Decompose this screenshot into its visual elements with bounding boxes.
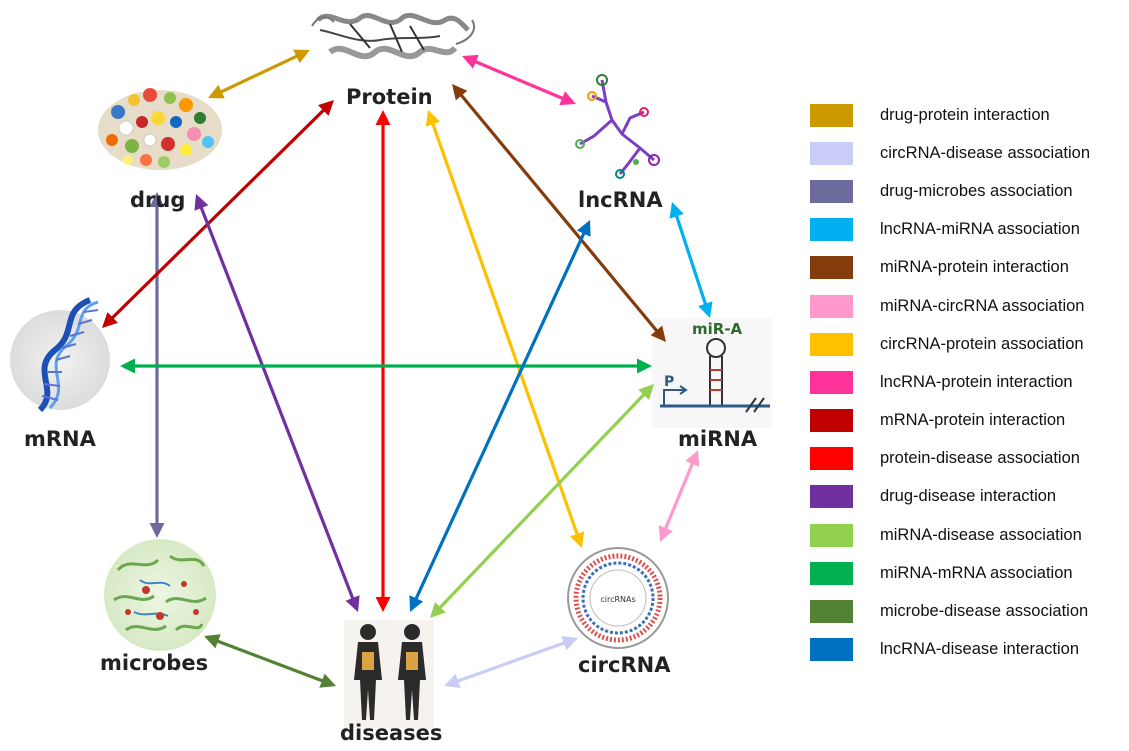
legend-label: miRNA-disease association: [880, 525, 1082, 544]
legend-label: lncRNA-protein interaction: [880, 372, 1073, 391]
arrow-lncrna-disease-interaction: [409, 220, 591, 612]
legend-label: circRNA-disease association: [880, 143, 1090, 162]
legend-swatch: [810, 256, 853, 280]
legend-swatch: [810, 561, 853, 585]
legend-label: miRNA-circRNA association: [880, 296, 1085, 315]
interaction-arrows: [102, 49, 713, 689]
arrow-mirna-disease-association: [430, 384, 654, 618]
arrow-mirna-protein-interaction: [452, 84, 666, 342]
microbes-label: microbes: [100, 651, 208, 675]
circrnas-center-label: circRNAs: [600, 595, 635, 604]
legend-label: circRNA-protein association: [880, 334, 1084, 353]
protein-structure-icon: [311, 13, 475, 60]
legend-swatch: [810, 370, 853, 394]
mirna-hairpin-icon: miR-A P: [652, 318, 772, 428]
arrow-drug-disease-interaction: [194, 194, 360, 612]
legend-swatch: [810, 638, 853, 662]
legend-label: microbe-disease association: [880, 602, 1089, 621]
legend-swatch: [810, 218, 853, 242]
legend-label: miRNA-mRNA association: [880, 563, 1073, 582]
legend-item: miRNA-mRNA association: [810, 554, 1125, 592]
legend-item: drug-protein interaction: [810, 96, 1125, 134]
legend-label: mRNA-protein interaction: [880, 411, 1066, 430]
legend-swatch: [810, 600, 853, 624]
legend-item: circRNA-disease association: [810, 134, 1125, 172]
arrow-lncrna-mirna-association: [669, 202, 713, 318]
microbes-icon: [104, 539, 216, 651]
mirna-label: miRNA: [678, 427, 758, 451]
arrow-circrna-disease-association: [444, 635, 578, 689]
legend-swatch: [810, 523, 853, 547]
diseases-label: diseases: [340, 721, 442, 745]
legend-item: microbe-disease association: [810, 592, 1125, 630]
legend-swatch: [810, 409, 853, 433]
legend-label: miRNA-protein interaction: [880, 258, 1069, 277]
legend-swatch: [810, 103, 853, 127]
drug-label: drug: [130, 188, 185, 212]
legend-swatch: [810, 141, 853, 165]
drug-pills-icon: [98, 88, 222, 170]
legend-item: mRNA-protein interaction: [810, 402, 1125, 440]
legend-label: drug-protein interaction: [880, 105, 1050, 124]
legend-item: circRNA-protein association: [810, 325, 1125, 363]
legend-swatch: [810, 447, 853, 471]
legend-label: lncRNA-miRNA association: [880, 220, 1080, 239]
arrow-drug-protein-interaction: [208, 49, 310, 99]
legend-label: drug-disease interaction: [880, 487, 1057, 506]
arrow-circrna-protein-association: [425, 110, 585, 548]
circrna-label: circRNA: [578, 653, 671, 677]
arrow-mrna-protein-interaction: [102, 100, 334, 328]
arrow-mirna-circrna-association: [658, 450, 700, 542]
legend-item: lncRNA-miRNA association: [810, 211, 1125, 249]
legend-swatch: [810, 485, 853, 509]
legend-swatch: [810, 294, 853, 318]
legend-item: miRNA-circRNA association: [810, 287, 1125, 325]
arrow-protein-disease-association: [375, 110, 391, 612]
legend-label: drug-microbes association: [880, 181, 1073, 200]
arrow-mirna-mrna-association: [120, 358, 652, 374]
mrna-label: mRNA: [24, 427, 97, 451]
legend-label: protein-disease association: [880, 449, 1080, 468]
arrow-lncrna-protein-interaction: [462, 54, 576, 106]
lncrna-structure-icon: [575, 74, 660, 179]
legend-item: drug-microbes association: [810, 172, 1125, 210]
legend-item: miRNA-protein interaction: [810, 249, 1125, 287]
circrna-circos-icon: circRNAs: [567, 547, 669, 649]
diseases-human-figures-icon: [344, 620, 434, 728]
legend-label: lncRNA-disease interaction: [880, 640, 1080, 659]
mrna-helix-icon: [10, 297, 110, 413]
protein-label: Protein: [346, 85, 433, 109]
promoter-label: P: [664, 374, 674, 390]
legend-item: lncRNA-disease interaction: [810, 631, 1125, 669]
legend-item: protein-disease association: [810, 440, 1125, 478]
legend-swatch: [810, 332, 853, 356]
legend: drug-protein interaction circRNA-disease…: [810, 96, 1125, 669]
mir-a-label: miR-A: [692, 320, 743, 338]
legend-swatch: [810, 179, 853, 203]
arrow-microbe-disease-association: [204, 634, 336, 688]
lncrna-label: lncRNA: [578, 188, 663, 212]
legend-item: drug-disease interaction: [810, 478, 1125, 516]
legend-item: miRNA-disease association: [810, 516, 1125, 554]
legend-item: lncRNA-protein interaction: [810, 363, 1125, 401]
